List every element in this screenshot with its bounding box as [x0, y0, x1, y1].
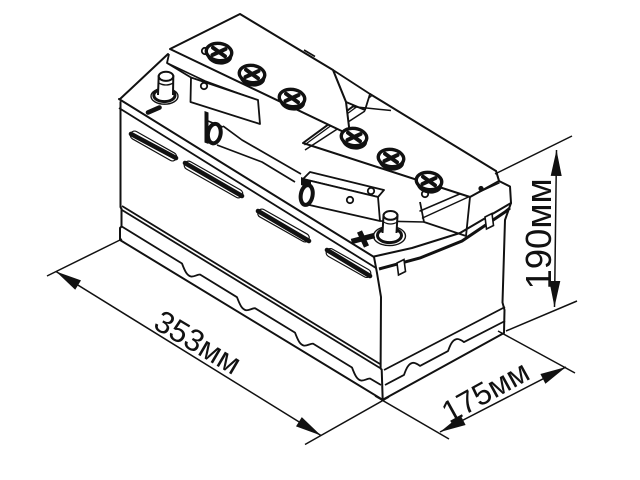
svg-text:190мм: 190мм [518, 178, 559, 289]
